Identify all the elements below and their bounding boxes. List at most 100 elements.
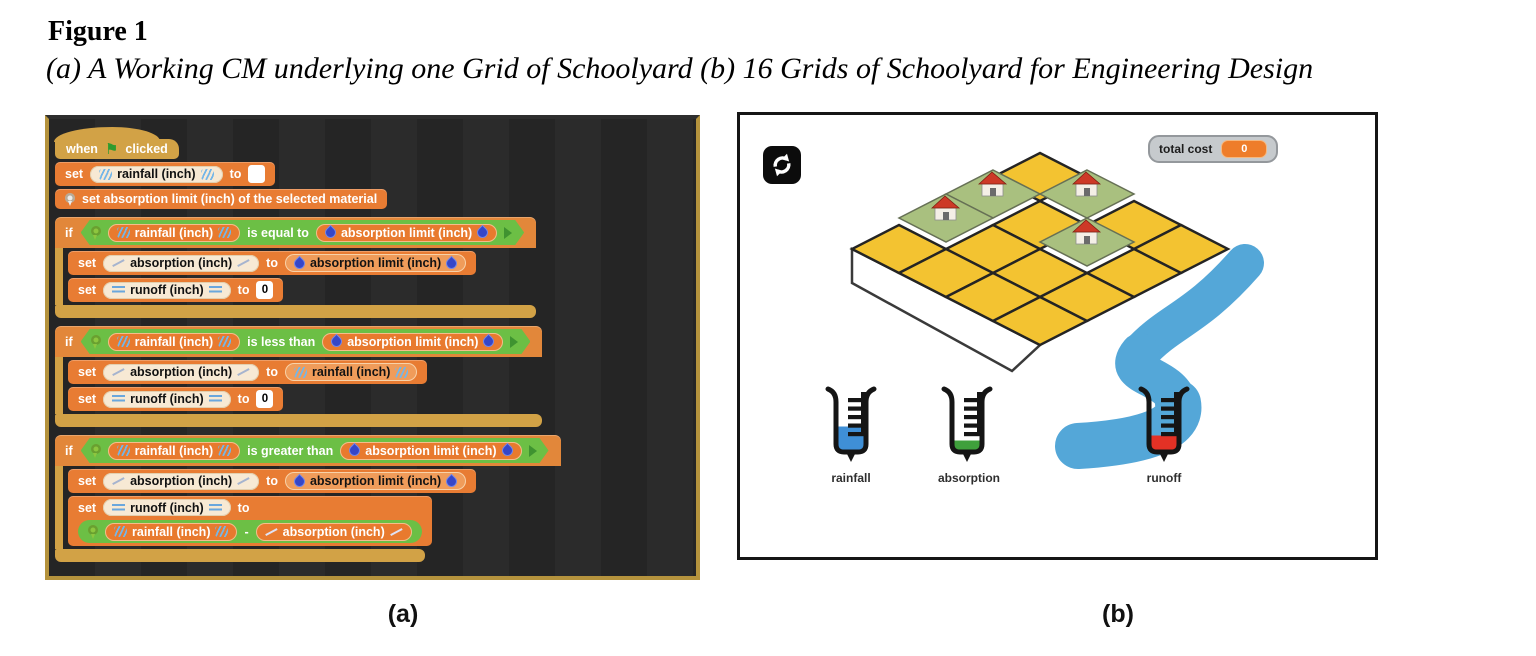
house-roof	[1071, 219, 1102, 233]
rainfall-minus-absorption-expression[interactable]: rainfall (inch) - absorption (inch)	[78, 520, 422, 543]
runoff-variable-pill[interactable]: runoff (inch)	[103, 281, 231, 299]
reset-button[interactable]	[763, 146, 801, 184]
rainfall-reporter[interactable]: rainfall (inch)	[108, 333, 240, 351]
chevron-right-icon	[529, 445, 537, 457]
script-stack: when ⚑ clicked set rainfall (inch) to se…	[54, 124, 696, 562]
wave-icon	[208, 503, 222, 512]
pin-icon	[88, 525, 98, 539]
house-roof	[977, 171, 1008, 185]
c-block-bottom-bar	[55, 305, 537, 318]
absorb-line-icon	[112, 477, 125, 486]
house-roof	[1071, 171, 1102, 185]
if-equal-block[interactable]: if rainfall (inch) is equal to absorptio…	[55, 217, 537, 248]
rainfall-reporter[interactable]: rainfall (inch)	[105, 522, 238, 541]
wave-icon	[112, 395, 126, 403]
house-door	[990, 188, 996, 196]
set-absorption-to-limit-block[interactable]: set absorption (inch) to absorption limi…	[68, 469, 477, 493]
absorption-limit-reporter[interactable]: absorption limit (inch)	[316, 224, 497, 242]
if-greater-group: if rainfall (inch) is greater than absor…	[55, 435, 561, 562]
beaker-glass	[825, 386, 877, 462]
beaker-label: rainfall	[831, 471, 871, 485]
if-greater-block[interactable]: if rainfall (inch) is greater than absor…	[55, 435, 561, 466]
schoolyard-tile-3-3[interactable]	[990, 295, 1090, 347]
beaker-label: absorption	[938, 471, 1000, 485]
absorption-variable-pill[interactable]: absorption (inch)	[103, 363, 260, 381]
less-condition-hexagon[interactable]: rainfall (inch) is less than absorption …	[81, 329, 531, 354]
rain-icon	[395, 366, 409, 378]
rainfall-input-slot[interactable]	[248, 165, 266, 183]
total-cost-value: 0	[1221, 140, 1268, 158]
when-flag-clicked-hat-block[interactable]: when ⚑ clicked	[54, 127, 179, 159]
runoff-variable-pill[interactable]: runoff (inch)	[103, 499, 231, 516]
is-equal-to-label: is equal to	[247, 225, 309, 240]
rain-icon	[293, 366, 307, 378]
absorption-limit-reporter[interactable]: absorption limit (inch)	[284, 254, 467, 272]
rainfall-reporter[interactable]: rainfall (inch)	[284, 363, 418, 381]
water-drop-icon	[481, 334, 497, 350]
set-runoff-to-zero-block[interactable]: set runoff (inch) to 0	[68, 387, 284, 411]
pin-icon	[91, 335, 101, 348]
runoff-input-slot[interactable]: 0	[256, 390, 274, 408]
absorption-variable-pill[interactable]: absorption (inch)	[103, 254, 260, 272]
absorption-limit-reporter[interactable]: absorption limit (inch)	[340, 442, 521, 460]
rain-icon	[117, 445, 130, 456]
if-equal-group: if rainfall (inch) is equal to absorptio…	[55, 217, 537, 318]
clicked-label: clicked	[125, 142, 168, 156]
beaker-glass	[1138, 386, 1190, 462]
set-absorption-to-limit-block[interactable]: set absorption (inch) to absorption limi…	[68, 251, 477, 275]
set-absorption-limit-command-block[interactable]: set absorption limit (inch) of the selec…	[55, 189, 388, 209]
water-drop-icon	[291, 473, 308, 489]
absorption-limit-reporter[interactable]: absorption limit (inch)	[322, 333, 503, 351]
total-cost-label: total cost	[1159, 142, 1213, 156]
wave-icon	[208, 395, 222, 403]
equal-condition-hexagon[interactable]: rainfall (inch) is equal to absorption l…	[81, 220, 525, 245]
water-drop-icon	[443, 255, 460, 271]
when-label: when	[66, 142, 98, 156]
water-drop-icon	[443, 473, 460, 489]
greater-condition-hexagon[interactable]: rainfall (inch) is greater than absorpti…	[81, 438, 549, 463]
absorption-variable-pill[interactable]: absorption (inch)	[103, 472, 260, 490]
rainfall-reporter[interactable]: rainfall (inch)	[108, 442, 240, 460]
total-cost-watcher[interactable]: total cost 0	[1148, 135, 1279, 163]
rain-icon	[215, 526, 229, 537]
schoolyard-grid	[849, 151, 1264, 469]
chevron-right-icon	[504, 227, 512, 239]
minus-operator: -	[244, 524, 249, 539]
runoff-input-slot[interactable]: 0	[256, 281, 274, 299]
water-drop-icon	[347, 443, 363, 459]
is-less-than-label: is less than	[247, 334, 316, 349]
rainfall-beaker: rainfall	[822, 385, 880, 485]
water-drop-icon	[329, 334, 345, 350]
wave-icon	[208, 286, 222, 294]
rainfall-reporter[interactable]: rainfall (inch)	[108, 224, 240, 242]
rainfall-variable-pill[interactable]: rainfall (inch)	[90, 165, 223, 183]
pin-icon	[91, 226, 101, 239]
set-runoff-to-zero-block[interactable]: set runoff (inch) to 0	[68, 278, 284, 302]
runoff-variable-pill[interactable]: runoff (inch)	[103, 390, 231, 408]
house-door	[1084, 188, 1090, 196]
set-absorption-to-rainfall-block[interactable]: set absorption (inch) to rainfall (inch)	[68, 360, 428, 384]
is-greater-than-label: is greater than	[247, 443, 334, 458]
rain-icon	[114, 526, 127, 537]
green-flag-icon: ⚑	[104, 140, 119, 158]
absorption-limit-reporter[interactable]: absorption limit (inch)	[284, 472, 467, 490]
rain-icon	[200, 168, 214, 180]
wave-icon	[112, 286, 126, 294]
absorption-reporter[interactable]: absorption (inch)	[255, 522, 412, 541]
set-rainfall-block[interactable]: set rainfall (inch) to	[55, 162, 276, 186]
c-block-bottom-bar	[55, 414, 543, 427]
set-runoff-to-difference-block[interactable]: set runoff (inch) to rainfall (inch) - a…	[68, 496, 432, 546]
beaker-label: runoff	[1146, 471, 1182, 485]
absorb-line-icon	[112, 259, 125, 268]
if-less-group: if rainfall (inch) is less than absorpti…	[55, 326, 543, 427]
absorb-line-icon	[112, 368, 125, 377]
figure-title: Figure 1	[48, 16, 148, 47]
rain-icon	[218, 227, 231, 238]
rain-icon	[218, 445, 231, 456]
if-less-block[interactable]: if rainfall (inch) is less than absorpti…	[55, 326, 543, 357]
absorb-line-icon	[237, 259, 250, 268]
water-drop-icon	[291, 255, 308, 271]
panel-b-simulation-stage: total cost 0 rainfall absorption runoff	[737, 112, 1378, 560]
c-block-bottom-bar	[55, 549, 425, 562]
